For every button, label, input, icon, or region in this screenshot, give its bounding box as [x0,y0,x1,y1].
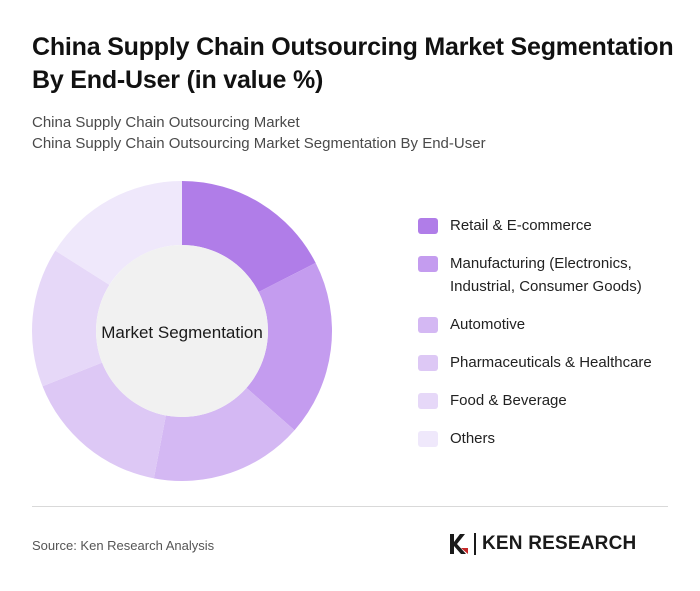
legend-swatch [418,256,438,272]
subtitle-line-2: China Supply Chain Outsourcing Market Se… [32,135,486,152]
legend-swatch [418,431,438,447]
footer-divider [32,506,668,507]
legend-item: Manufacturing (Electronics, Industrial, … [418,252,688,298]
donut-slice-6 [55,181,182,285]
legend-label: Food & Beverage [450,392,567,409]
legend-item: Automotive [418,313,688,336]
brand-name: KEN RESEARCH [482,533,637,554]
donut-slice-1 [182,181,316,292]
source-note: Source: Ken Research Analysis [32,538,215,553]
ken-research-logo-icon [450,534,468,554]
legend-swatch [418,317,438,333]
legend-swatch [418,355,438,371]
donut-slices [32,181,332,481]
chart-subtitle: China Supply Chain Outsourcing Market Ch… [32,112,672,154]
donut-slice-4 [42,362,166,479]
legend-label: Pharmaceuticals & Healthcare [450,354,652,371]
subtitle-line-1: China Supply Chain Outsourcing Market [32,114,300,131]
donut-slice-5 [32,250,110,387]
legend-label: Manufacturing (Electronics, Industrial, … [450,255,642,295]
legend-swatch [418,218,438,234]
legend-swatch [418,393,438,409]
legend-item: Others [418,427,688,450]
legend-label: Automotive [450,316,526,333]
legend-item: Food & Beverage [418,389,688,412]
donut-slice-2 [246,262,332,431]
donut-slice-3 [153,387,295,481]
brand-logo: KEN RESEARCH [448,531,636,557]
legend-item: Retail & E-commerce [418,214,688,237]
legend-label: Retail & E-commerce [450,217,592,234]
donut-center-label: Market Segmentation [101,323,263,342]
donut-hole [96,245,268,417]
legend-label: Others [450,430,496,447]
legend-item: Pharmaceuticals & Healthcare [418,351,688,374]
brand-separator [474,533,476,555]
chart-title: China Supply Chain Outsourcing Market Se… [32,33,674,94]
